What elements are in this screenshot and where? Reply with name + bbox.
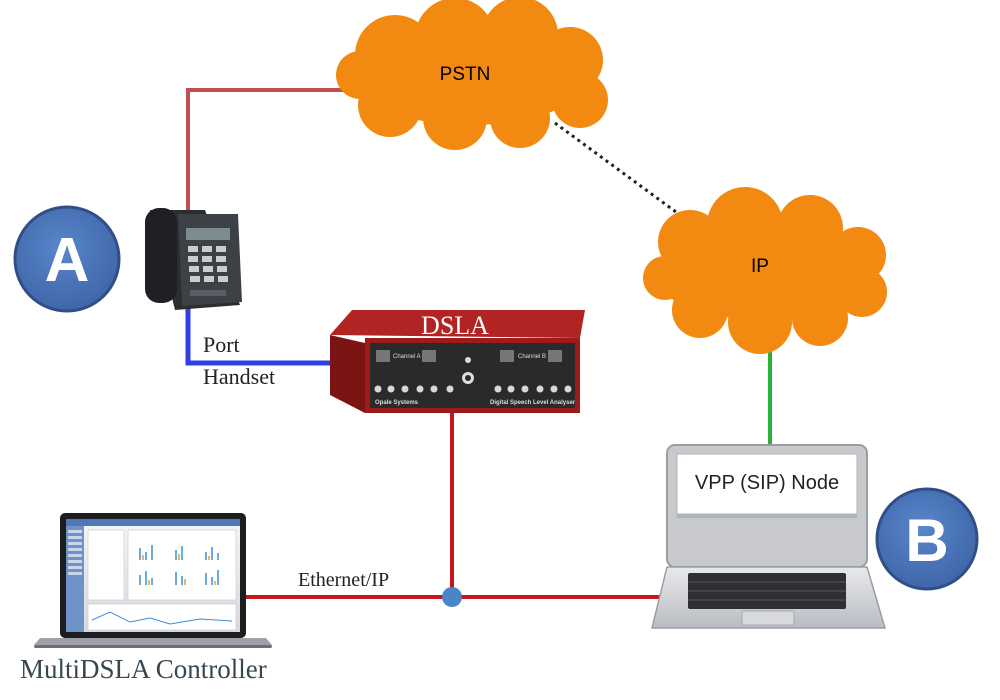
badge-b: B <box>875 487 979 591</box>
badge-a: A <box>13 205 121 313</box>
vpp-laptop-icon: VPP (SIP) Node <box>651 444 887 629</box>
badge-a-label: A <box>45 226 90 295</box>
handset-label: Handset <box>203 364 275 389</box>
ethernet-ip-label: Ethernet/IP <box>298 569 389 591</box>
ethernet-junction <box>442 587 462 607</box>
pstn-label: PSTN <box>440 64 491 85</box>
dsla-channel-b: Channel B <box>518 354 546 360</box>
dsla-device: DSLA Channel A Channel B Opale Systems D… <box>330 310 585 413</box>
badge-b-label: B <box>905 507 948 574</box>
dsla-subtitle: Digital Speech Level Analyser <box>490 400 576 406</box>
dsla-title: DSLA <box>421 311 489 340</box>
ip-cloud: IP <box>643 187 887 354</box>
ip-label: IP <box>751 256 769 277</box>
desk-phone-icon <box>145 208 242 310</box>
pstn-phone-line <box>186 88 360 215</box>
vpp-node-label: VPP (SIP) Node <box>695 472 839 494</box>
controller-laptop-icon <box>34 513 272 648</box>
pstn-cloud: PSTN <box>336 0 608 150</box>
dsla-brand: Opale Systems <box>375 400 419 406</box>
port-label: Port <box>203 332 240 357</box>
controller-label: MultiDSLA Controller <box>20 654 267 684</box>
pstn-ip-dotted-link <box>554 121 677 214</box>
dsla-channel-a: Channel A <box>393 354 421 360</box>
handset-port-line <box>185 305 372 366</box>
